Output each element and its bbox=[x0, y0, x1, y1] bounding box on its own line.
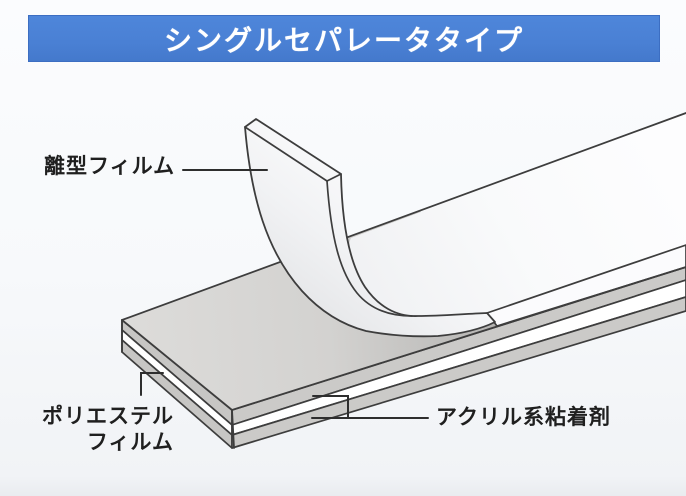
label-acrylic-adhesive-text: アクリル系粘着剤 bbox=[436, 406, 611, 429]
leader-acrylic-adhesive bbox=[311, 395, 429, 419]
label-polyester-film-line2: フィルム bbox=[86, 431, 174, 454]
tape-edges bbox=[121, 112, 686, 449]
release-film-flap-detail-lines bbox=[244, 126, 413, 317]
label-polyester-film-line1: ポリエステル bbox=[42, 405, 174, 428]
far-top-edge bbox=[121, 112, 686, 321]
label-polyester-film: ポリエステル フィルム bbox=[24, 404, 174, 456]
title-text: シングルセパレータタイプ bbox=[163, 24, 524, 56]
near-top-edge bbox=[231, 266, 686, 411]
label-release-film-text: 離型フィルム bbox=[44, 155, 176, 178]
label-release-film: 離型フィルム bbox=[44, 154, 175, 180]
leader-polyester-film bbox=[140, 372, 164, 396]
front-face-bottom-adhesive-layer bbox=[231, 296, 686, 449]
flap-top-cap-line bbox=[326, 173, 342, 182]
title-banner: シングルセパレータタイプ bbox=[28, 15, 660, 62]
release-film-flat-surface bbox=[349, 113, 686, 317]
end-top-edge bbox=[121, 319, 233, 411]
near-corner-edge bbox=[231, 409, 235, 449]
leader-lines bbox=[140, 169, 429, 419]
release-film-peeled-flap bbox=[244, 118, 496, 338]
label-acrylic-adhesive: アクリル系粘着剤 bbox=[436, 405, 611, 431]
flap-inner-curl-line bbox=[326, 180, 413, 317]
tape-end-face bbox=[121, 319, 233, 449]
flap-top-edge-line bbox=[244, 126, 328, 182]
